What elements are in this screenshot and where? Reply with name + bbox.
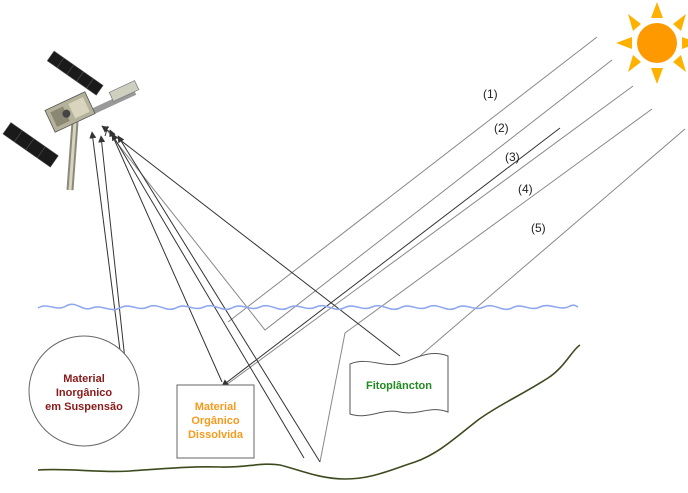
ray-5-line — [419, 128, 686, 357]
organic-label-line-1: Material — [194, 401, 237, 413]
seabed-line — [37, 344, 581, 480]
ray-4-line — [319, 108, 653, 463]
satellite-icon — [2, 50, 140, 191]
ray-label-3: (3) — [505, 150, 520, 164]
ray-label-1: (1) — [483, 87, 498, 101]
seabed-reflection-left — [111, 133, 305, 459]
organic-label-line-3: Dissolvida — [187, 429, 244, 441]
organic-label: Material Orgânico Dissolvida — [177, 400, 254, 442]
inorganic-label-line-2: Inorgânico — [55, 387, 113, 399]
ray-3-line — [221, 85, 634, 389]
inorganic-reflection-left — [89, 131, 122, 359]
organic-matter-box — [176, 384, 255, 459]
phyto-reflection-arrow — [101, 125, 401, 357]
phytoplankton-shape — [349, 353, 449, 417]
sun-icon — [616, 2, 688, 84]
seabed-reflection-right — [117, 135, 321, 463]
organic-label-line-2: Orgânico — [191, 415, 240, 427]
ray-1-line — [227, 36, 598, 323]
ray-label-5: (5) — [531, 221, 546, 235]
inorganic-label-line-1: Material — [63, 373, 105, 385]
ray-3-arrow — [221, 127, 561, 387]
inorganic-label: Material Inorgânico em Suspensão — [34, 372, 134, 414]
phytoplankton-label-text: Fitoplâncton — [366, 380, 432, 392]
phytoplankton-label: Fitoplâncton — [350, 379, 448, 393]
water-surface — [37, 303, 579, 311]
inorganic-particle-circle — [28, 335, 140, 447]
inorganic-label-line-3: em Suspensão — [45, 401, 123, 413]
inorganic-reflection-right — [98, 135, 126, 361]
reflection-arrows — [89, 125, 561, 463]
incident-rays — [105, 36, 686, 463]
ray-2-line — [105, 59, 613, 331]
ray-label-4: (4) — [518, 182, 533, 196]
ray-label-2: (2) — [494, 121, 509, 135]
